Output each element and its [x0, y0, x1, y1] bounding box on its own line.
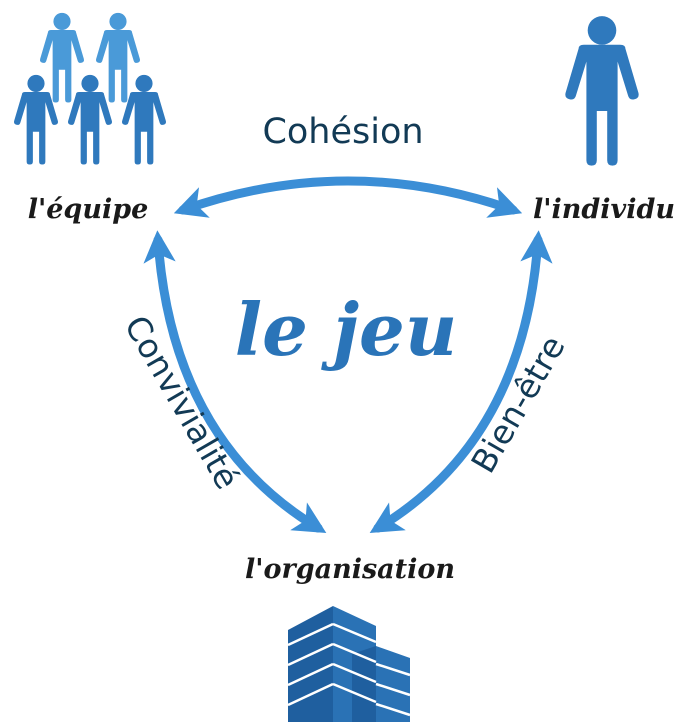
group-of-people-icon — [14, 12, 166, 165]
arrow-cohesion — [173, 176, 523, 218]
edge-label-left: Convivialité — [117, 309, 247, 496]
node-label-team: l'équipe — [28, 194, 149, 225]
arrow-convivialite — [143, 230, 327, 534]
node-label-organisation: l'organisation — [245, 554, 455, 585]
node-label-individual: l'individu — [533, 194, 675, 225]
office-buildings-icon — [287, 606, 411, 722]
person-icon — [565, 16, 639, 166]
center-label: le jeu — [235, 287, 457, 372]
arrow-bien-etre — [369, 230, 553, 534]
edge-label-top: Cohésion — [262, 112, 423, 152]
